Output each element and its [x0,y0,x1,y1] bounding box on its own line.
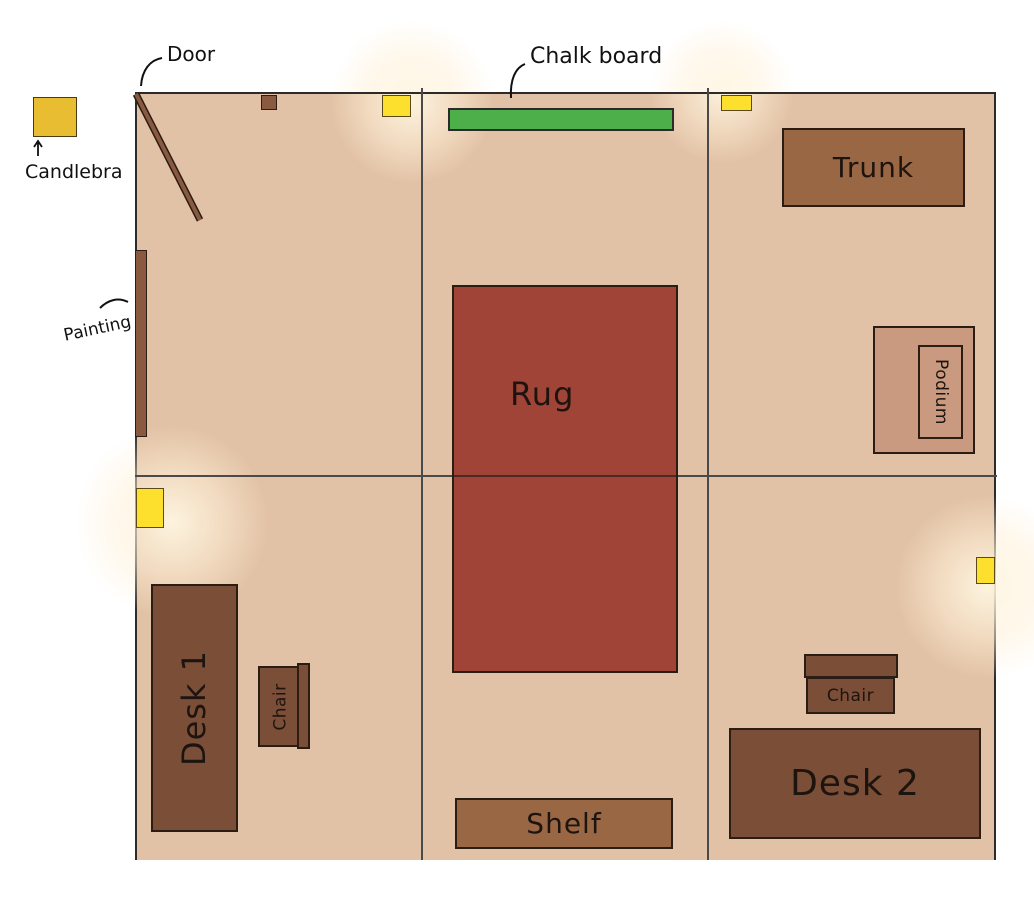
grid-line-vertical [421,88,423,860]
grid-line-top [135,92,996,94]
chalkboard-annotation: Chalk board [530,44,663,69]
door-annotation: Door [167,42,216,66]
candle [976,557,995,584]
candelabra-arrow-icon [33,139,43,156]
candelabra-swatch [33,97,77,137]
rug [452,285,678,673]
rug-label: Rug [510,375,575,413]
chalkboard [448,108,674,131]
desk-2-chair: Chair [806,677,895,714]
painting [135,250,147,437]
rug-midline [454,475,676,477]
desk-2-chair-label: Chair [826,685,875,706]
candelabra-annotation: Candlebra [25,161,123,183]
podium-top: Podium [918,345,963,439]
desk-1: Desk 1 [151,584,238,832]
desk-1-chair-back [297,663,310,749]
desk-1-chair: Chair [258,666,304,747]
candle [382,95,411,117]
desk-2: Desk 2 [729,728,981,839]
painting-callout-line [99,298,129,309]
shelf: Shelf [455,798,673,849]
candle [136,488,164,528]
trunk-label: Trunk [832,151,915,184]
trunk: Trunk [782,128,965,207]
wall-fixture [261,95,277,110]
grid-line-vertical [707,88,709,860]
candle [721,95,752,111]
chalkboard-callout-line [509,63,526,99]
desk-2-label: Desk 2 [790,763,920,804]
shelf-label: Shelf [526,807,602,840]
door-callout-line [140,57,163,87]
